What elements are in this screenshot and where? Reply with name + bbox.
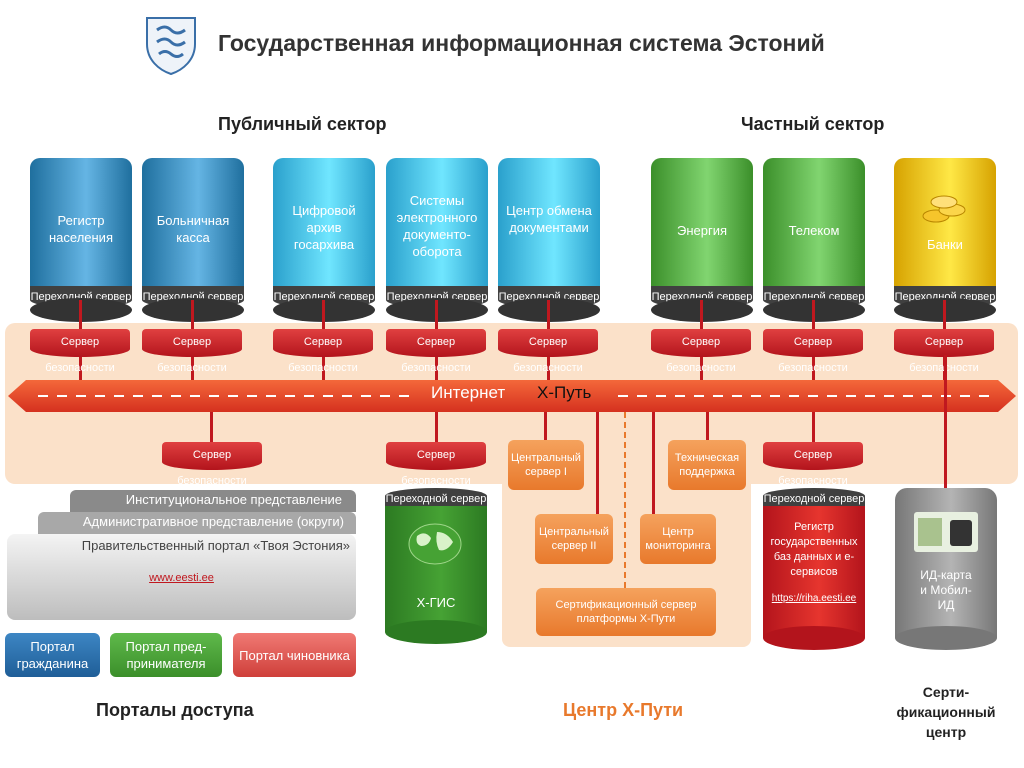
database-label: Регистр населения [48, 213, 113, 245]
xroad-center-label: Центр Х-Пути [563, 700, 684, 720]
xgis-label: Х-ГИС [416, 595, 456, 610]
database-label: Центр обмена документами [506, 203, 592, 235]
security-server: Сервер безопасности [651, 329, 751, 374]
riha-database: Переходной сервер Регистр государственны… [763, 488, 865, 654]
security-server: Сервер безопасности [763, 442, 863, 487]
page-title: Государственная информационная система Э… [218, 30, 825, 56]
connector-line [944, 355, 947, 489]
connector-line [210, 412, 213, 442]
connector-line [812, 412, 815, 442]
coins-icon [920, 190, 970, 231]
estonia-coat-of-arms-icon [143, 14, 199, 76]
globe-icon [407, 522, 463, 571]
riha-link[interactable]: https://riha.eesti.ee [771, 593, 857, 604]
gov-portal-title: Правительственный портал «Твоя Эстония» [81, 538, 350, 553]
central-server-2: Центральный сервер II [535, 514, 613, 564]
security-server: Сервер безопасности [894, 329, 994, 374]
access-portals-label: Порталы доступа [96, 700, 254, 720]
bus-internet-label: Интернет [431, 383, 506, 402]
institutional-view[interactable]: Институциональное представление [70, 490, 356, 512]
private-sector-label: Частный сектор [741, 114, 885, 134]
database-label: Больничная касса [156, 213, 230, 245]
connector-line [706, 412, 709, 440]
riha-label: Регистр государственных баз данных и е-с… [770, 521, 858, 578]
id-card-label: ИД-карта и Мобил-ИД [920, 568, 972, 612]
security-server: Сервер безопасности [162, 442, 262, 487]
monitoring-center: Центр мониторинга [640, 514, 716, 564]
bus-xroad-label: Х-Путь [537, 383, 592, 402]
connector-line [652, 412, 655, 514]
database-label: Телеком [788, 223, 840, 238]
connector-line [544, 412, 547, 440]
security-server: Сервер безопасности [30, 329, 130, 374]
public-sector-label: Публичный сектор [218, 114, 387, 134]
cert-server: Сертификационный сервер платформы Х-Пути [536, 588, 716, 636]
id-card-icon [914, 512, 978, 552]
administrative-view[interactable]: Административное представление (округи) [38, 512, 356, 534]
official-portal[interactable]: Портал чиновника [233, 633, 356, 677]
security-server: Сервер безопасности [386, 329, 486, 374]
cert-center-label: Серти-фикационный центр [896, 684, 996, 740]
gov-portal-link[interactable]: www.eesti.ee [149, 572, 214, 584]
security-server: Сервер безопасности [386, 442, 486, 487]
tech-support: Техническая поддержка [668, 440, 746, 490]
gov-portal[interactable]: Правительственный портал «Твоя Эстония» … [7, 534, 356, 620]
security-server: Сервер безопасности [498, 329, 598, 374]
internet-xroad-bus [8, 378, 1016, 414]
security-server: Сервер безопасности [142, 329, 242, 374]
connector-line [596, 412, 599, 514]
id-card-database: ИД-карта и Мобил-ИД [895, 488, 997, 654]
database-label: Энергия [676, 223, 728, 238]
transit-server: Переходной сервер [385, 488, 487, 510]
security-server: Сервер безопасности [273, 329, 373, 374]
connector-line [435, 412, 438, 442]
security-server: Сервер безопасности [763, 329, 863, 374]
citizen-portal[interactable]: Портал гражданина [5, 633, 100, 677]
database-label: Системы электронного документо-оборота [396, 193, 478, 259]
xgis-database: Переходной сервер Х-ГИС [385, 488, 487, 650]
dashed-divider [624, 412, 626, 588]
central-server-1: Центральный сервер I [508, 440, 584, 490]
database-label: Цифровой архив госархива [292, 203, 356, 252]
database-label: Банки [927, 237, 963, 252]
transit-server: Переходной сервер [763, 488, 865, 510]
entrepreneur-portal[interactable]: Портал пред-принимателя [110, 633, 222, 677]
